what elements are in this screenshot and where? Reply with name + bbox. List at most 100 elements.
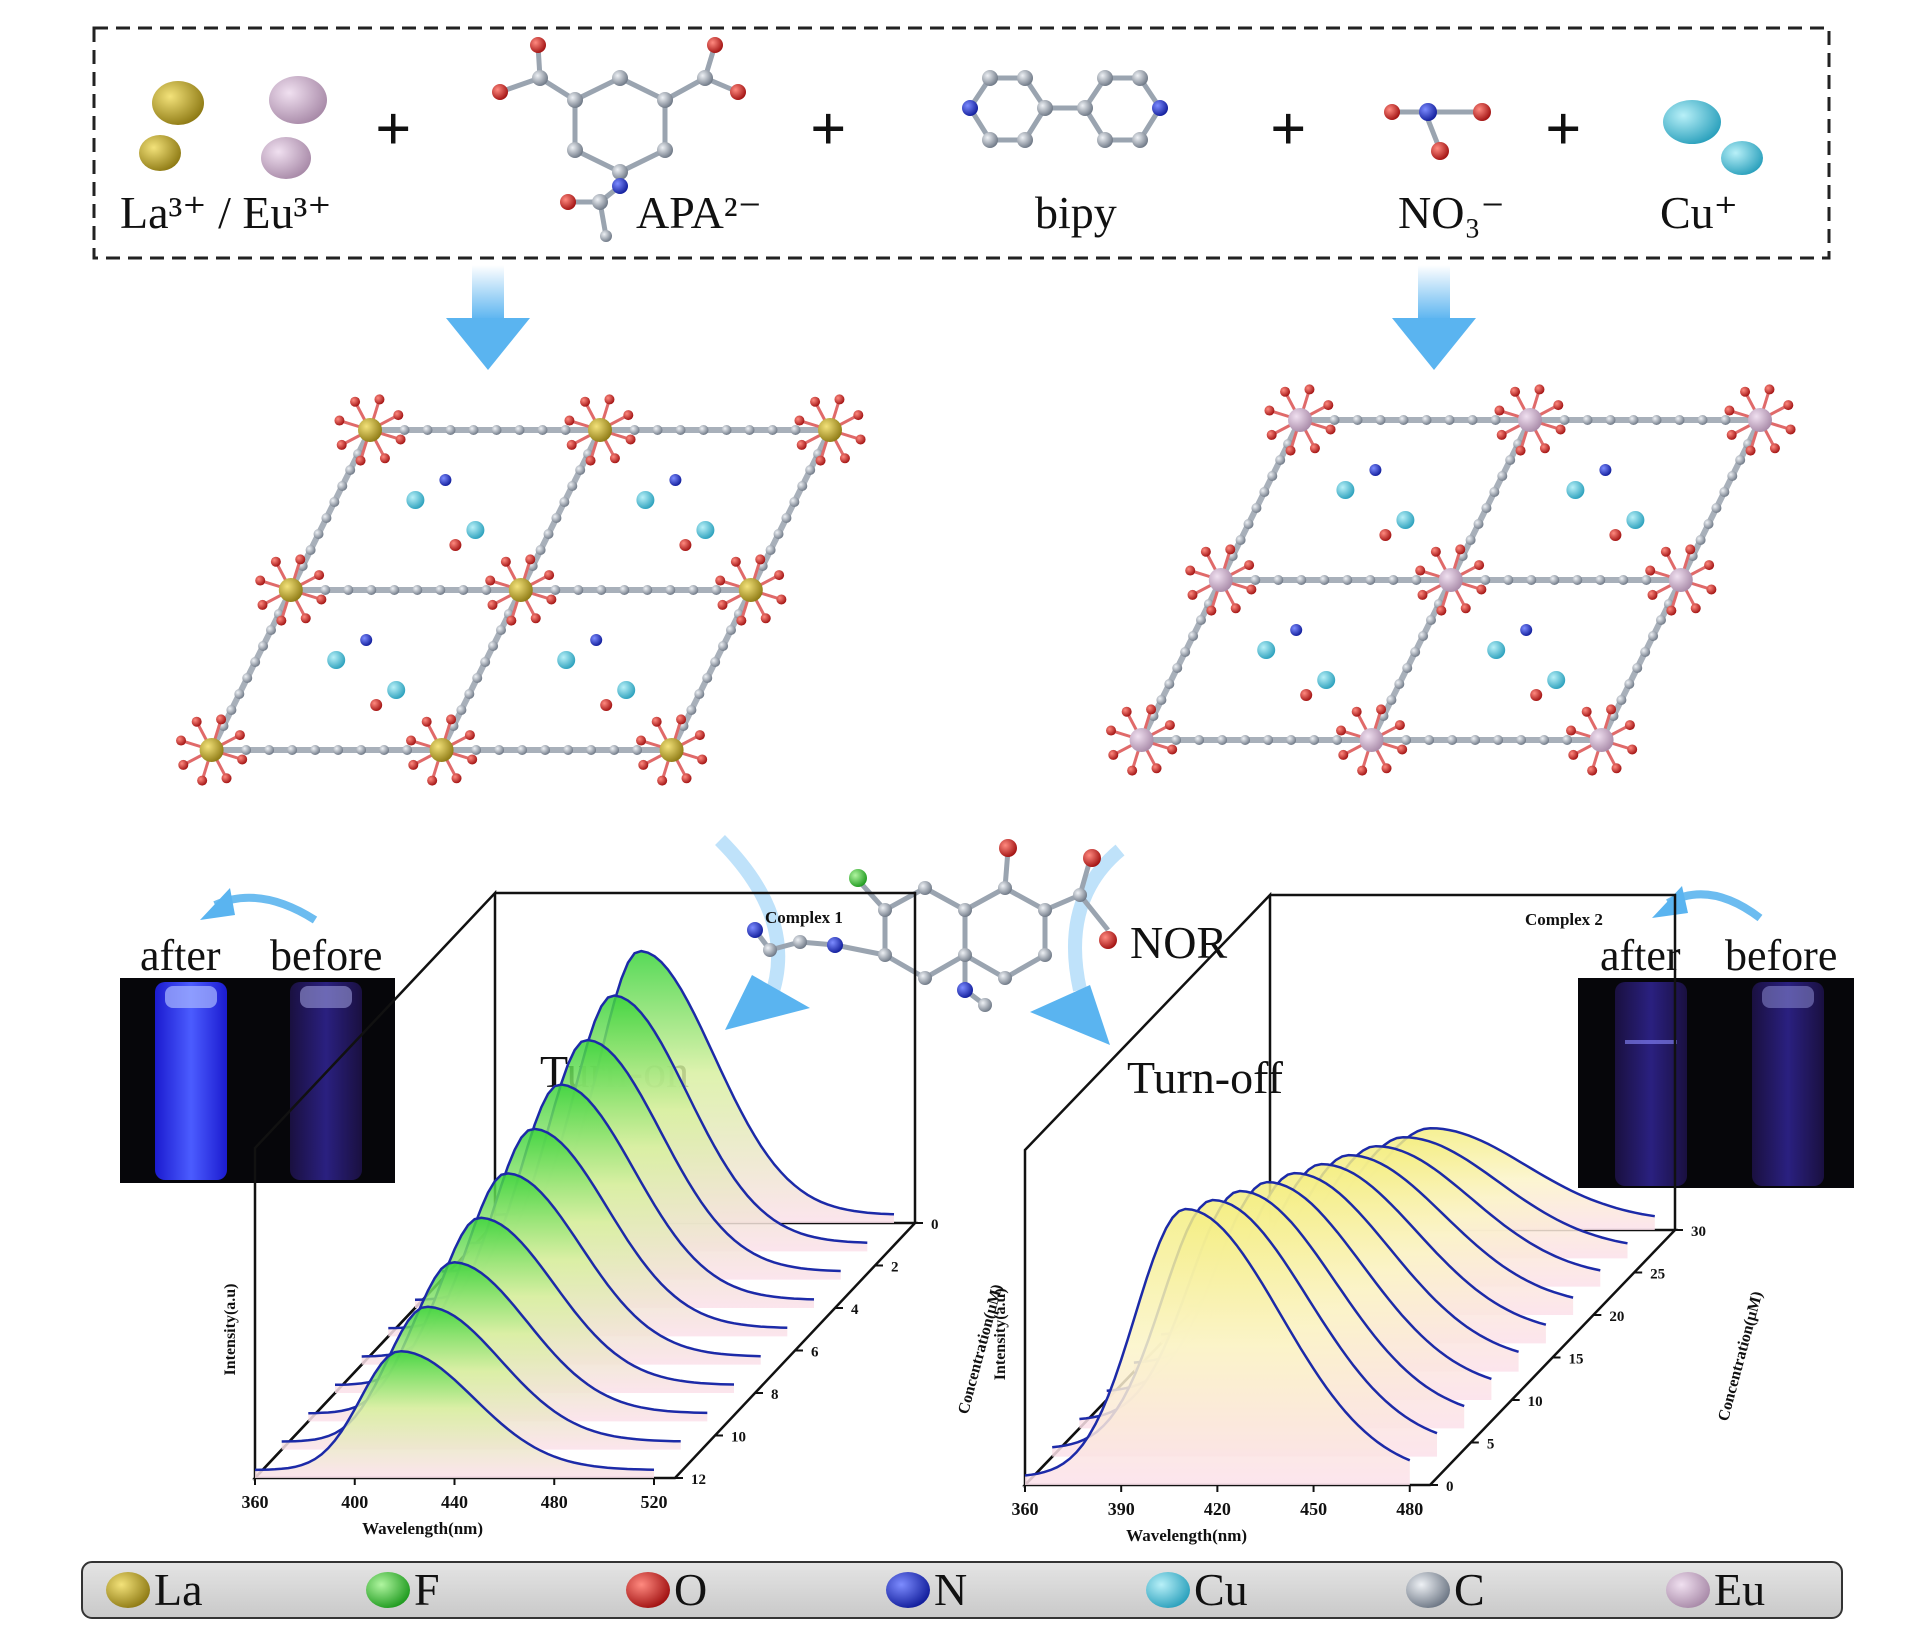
oxygen-atom [1417, 589, 1428, 600]
chart-title: Complex 2 [1525, 910, 1603, 929]
metal-node [659, 738, 684, 762]
oxygen-atom [393, 410, 404, 421]
carbon-atom [560, 425, 571, 435]
x-tick-label: 520 [641, 1492, 668, 1512]
oxygen-atom [1244, 560, 1255, 571]
metal-node [738, 578, 763, 602]
carbon-atom [1352, 415, 1363, 425]
carbon-atom [389, 585, 400, 595]
oxygen-atom [257, 599, 268, 610]
oxygen-atom [580, 396, 591, 407]
oxygen-atom [1624, 720, 1635, 731]
carbon-atom [629, 425, 640, 435]
cu-atom [327, 651, 346, 669]
carbon-atom [366, 585, 377, 595]
nitrogen-atom [439, 474, 452, 486]
carbon-atom [1640, 647, 1651, 657]
oxygen-atom [1534, 384, 1545, 395]
z-tick-label: 20 [1609, 1309, 1624, 1325]
left-vial-photo [120, 978, 395, 1183]
oxygen-atom [1724, 405, 1735, 416]
metal-node [1518, 408, 1542, 432]
carbon-atom [234, 689, 245, 699]
carbon-atom [1194, 735, 1205, 745]
cu-spheres [1663, 100, 1763, 175]
carbon-atom [241, 745, 252, 755]
cu-atom [1396, 511, 1415, 529]
oxygen-atom [1108, 749, 1119, 760]
metal-node [1288, 408, 1312, 432]
turn-off-label: Turn-off [1127, 1052, 1284, 1103]
carbon-atom [514, 425, 525, 435]
oxygen-atom [216, 714, 227, 725]
oxygen-atom [717, 599, 728, 610]
oxygen-atom [1455, 544, 1466, 555]
right-after-label: after [1600, 931, 1681, 980]
carbon-atom [543, 529, 554, 539]
plus-1: + [375, 93, 411, 164]
carbon-atom [1616, 695, 1627, 705]
oxygen-atom [604, 394, 615, 405]
oxygen-atom [1627, 744, 1638, 755]
carbon-atom [266, 625, 276, 635]
carbon-atom [1273, 575, 1284, 585]
carbon-atom [356, 745, 367, 755]
oxygen-atom [755, 554, 766, 565]
carbon-atom [1180, 647, 1191, 657]
legend-label: Cu [1194, 1564, 1248, 1615]
carbon-atom [1251, 503, 1262, 513]
carbon-atom [619, 585, 630, 595]
spectrum-fill [255, 1351, 654, 1478]
left-before-label: before [270, 931, 382, 980]
oxygen-atom [530, 613, 541, 624]
carbon-atom [575, 465, 586, 475]
carbon-atom [399, 425, 410, 435]
carbon-atom [496, 625, 506, 635]
oxygen-atom [546, 594, 557, 605]
carbon-atom [665, 585, 676, 595]
oxygen-atom [427, 775, 438, 786]
carbon-atom [1329, 415, 1340, 425]
carbon-atom [226, 705, 237, 715]
cu-atom [557, 651, 576, 669]
carbon-atom [1447, 735, 1458, 745]
oxygen-atom [1164, 720, 1175, 731]
carbon-atom [567, 481, 578, 491]
carbon-atom [559, 497, 570, 507]
metal-node [508, 578, 533, 602]
oxygen-atom [1397, 744, 1408, 755]
carbon-atom [1505, 455, 1516, 465]
oxygen-atom [295, 554, 306, 565]
chart-back-wall [495, 891, 917, 1223]
carbon-atom [435, 585, 446, 595]
nitrogen-atom [1520, 624, 1533, 636]
oxygen-atom [1783, 400, 1794, 411]
carbon-atom [1332, 735, 1343, 745]
z-tick-label: 8 [771, 1387, 779, 1403]
oxygen-atom [270, 556, 281, 567]
oxygen-atom [760, 613, 771, 624]
oxygen-atom [1553, 400, 1564, 411]
oxygen-atom [1704, 560, 1715, 571]
oxygen-atom [676, 714, 687, 725]
curved-arrow-left-icon [200, 888, 318, 924]
oxygen-atom [1323, 400, 1334, 411]
x-axis-label: Wavelength(nm) [1126, 1526, 1247, 1545]
carbon-atom [494, 745, 505, 755]
oxygen-atom [191, 716, 202, 727]
carbon-atom [264, 745, 275, 755]
oxygen-atom [774, 570, 785, 581]
carbon-atom [1388, 575, 1399, 585]
carbon-atom [1735, 455, 1746, 465]
oxygen-atom [697, 754, 708, 765]
z-tick-label: 30 [1691, 1224, 1706, 1240]
carbon-atom [1467, 415, 1478, 425]
carbon-atom [702, 673, 713, 683]
carbon-atom [471, 745, 482, 755]
oxygen-atom [406, 735, 417, 746]
oxygen-atom [1587, 765, 1598, 776]
carbon-atom [402, 745, 413, 755]
apa-ligand-molecule [492, 37, 746, 242]
oxygen-atom [1167, 744, 1178, 755]
